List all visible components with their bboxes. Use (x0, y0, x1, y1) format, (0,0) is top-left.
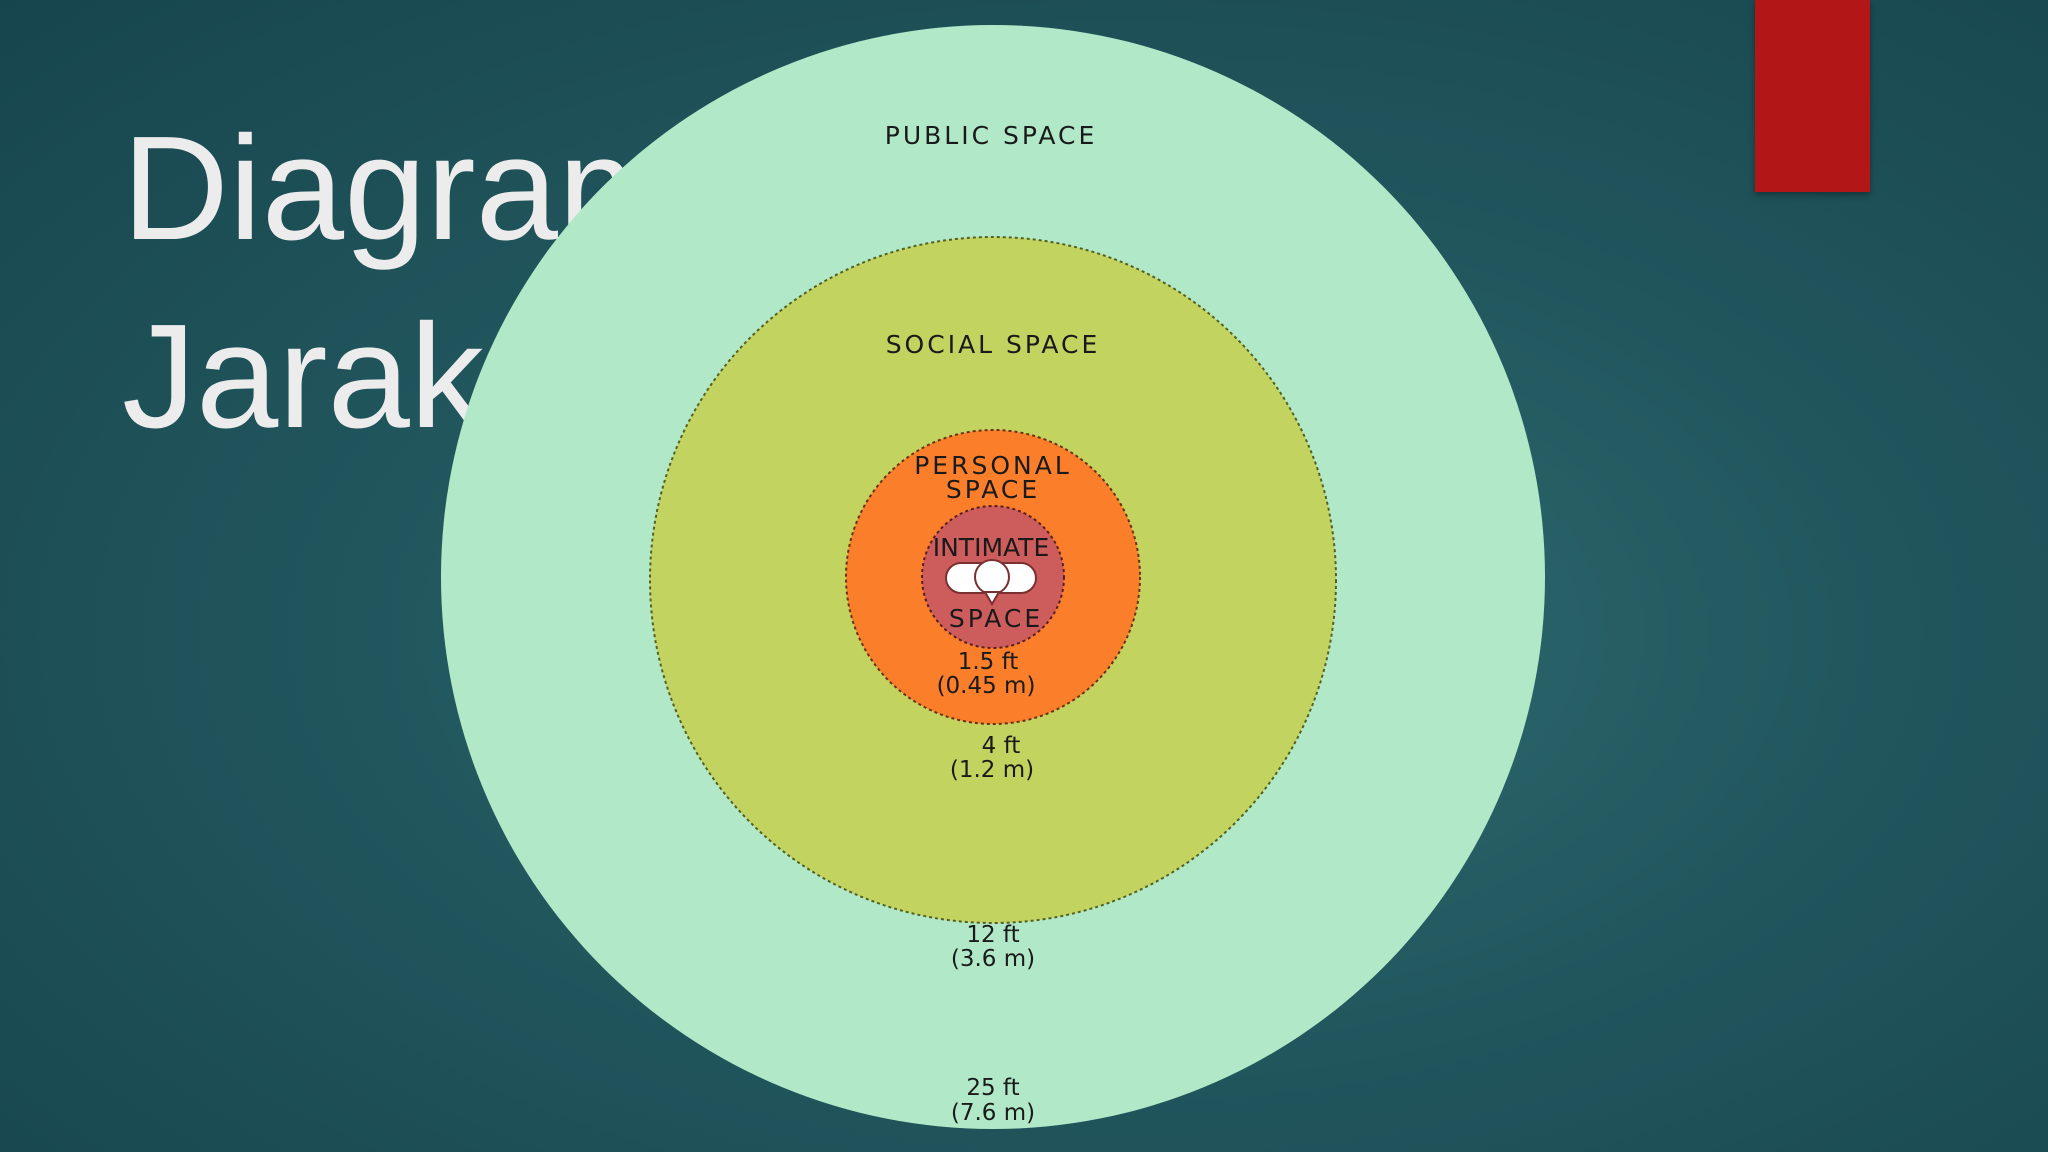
person-top-view-icon (945, 559, 1037, 606)
public-distance-m: (7.6 m) (951, 1100, 1035, 1126)
social-space-label: SOCIAL SPACE (886, 330, 1101, 359)
personal-space-label-line1: PERSONAL (914, 451, 1072, 480)
intimate-distance-m: (0.45 m) (937, 673, 1036, 699)
slide-title: Diagram Jarak. (122, 95, 681, 471)
public-space-label: PUBLIC SPACE (885, 121, 1098, 150)
accent-bar (1755, 0, 1870, 192)
title-line-2: Jarak. (122, 294, 526, 459)
intimate-distance-ft: 1.5 ft (958, 649, 1019, 675)
social-distance-ft: 12 ft (966, 922, 1019, 948)
personal-space-label-line2: SPACE (946, 475, 1040, 504)
social-distance-m: (3.6 m) (951, 946, 1035, 972)
public-distance-ft: 25 ft (966, 1075, 1019, 1101)
intimate-space-label-line1: INTIMATE (933, 533, 1050, 562)
personal-distance-ft: 4 ft (982, 733, 1021, 759)
personal-distance-m: (1.2 m) (950, 757, 1034, 783)
intimate-space-label-line2: SPACE (949, 604, 1043, 633)
